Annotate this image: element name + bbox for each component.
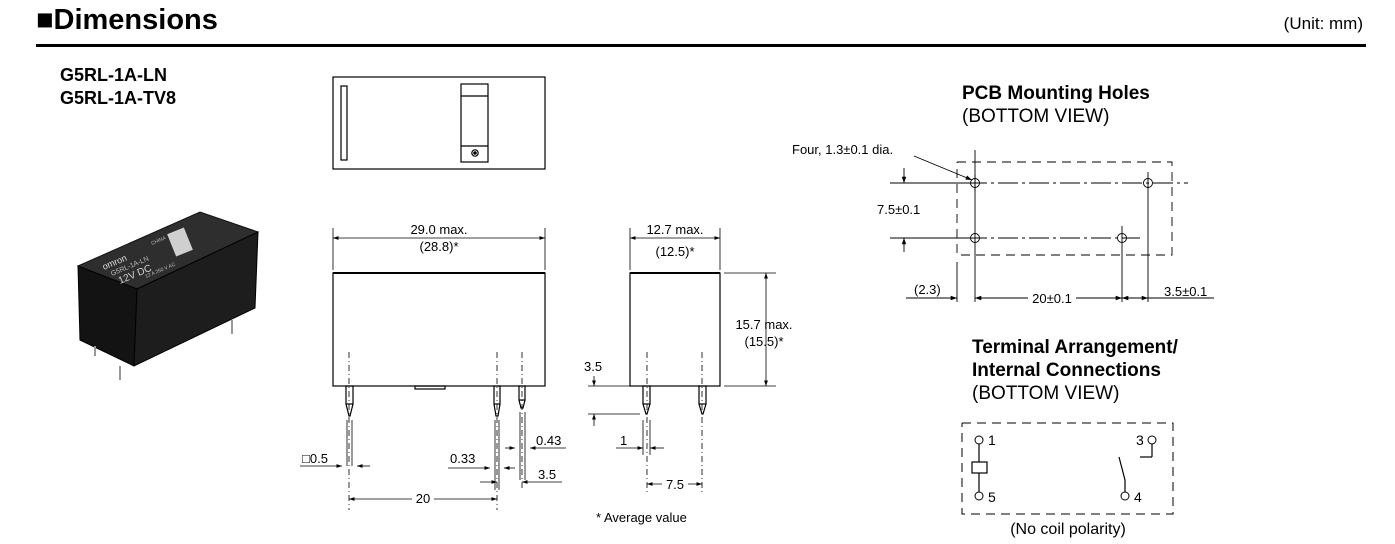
pcb-col-pitch-label: 20±0.1 (1032, 291, 1072, 306)
model-name: G5RL-1A-TV8 (60, 88, 177, 108)
pcb-title: PCB Mounting Holes (962, 83, 1150, 104)
pin-thick-label: 0.43 (536, 433, 561, 448)
pin-length-label: 3.5 (584, 359, 602, 374)
pcb-hole (967, 175, 983, 191)
side-view (588, 228, 776, 495)
terminal-diagram (961, 422, 1174, 515)
terminal-title-line1: Terminal Arrangement/ (972, 337, 1178, 358)
front-pitch-label: 20 (416, 491, 430, 506)
pcb-hole (970, 233, 980, 243)
model-list: G5RL-1A-LN G5RL-1A-TV8 (60, 64, 176, 110)
front-width-max: 29.0 max. (410, 222, 467, 237)
side-view-labels: 12.7 max. (12.5)* 15.7 max. (15.5)* 3.5 … (584, 222, 793, 525)
pcb-hole (1117, 233, 1127, 243)
footnote: * Average value (596, 510, 687, 525)
terminal-heading: Terminal Arrangement/ Internal Connectio… (972, 336, 1178, 405)
pcb-layout (890, 150, 1214, 302)
front-view (300, 228, 566, 510)
pcb-holes-label: Four, 1.3±0.1 dia. (792, 142, 893, 157)
terminal-title-line2: Internal Connections (972, 360, 1161, 381)
unit-label: (Unit: mm) (1283, 14, 1363, 33)
terminal-subtitle: (BOTTOM VIEW) (972, 383, 1120, 404)
pcb-row-pitch-label: 7.5±0.1 (877, 202, 920, 217)
pcb-hole (1143, 178, 1153, 188)
pcb-right-offset-label: 3.5±0.1 (1164, 284, 1207, 299)
terminal-1: 1 (988, 432, 996, 448)
side-pitch-label: 7.5 (666, 477, 684, 492)
side-width-max: 12.7 max. (646, 222, 703, 237)
front-view-labels: 29.0 max. (28.8)* □0.5 0.33 0.43 3.5 20 (302, 222, 561, 506)
pin-thin-label: 0.33 (450, 451, 475, 466)
side-height-max: 15.7 max. (735, 317, 792, 332)
pcb-labels: Four, 1.3±0.1 dia. 7.5±0.1 (2.3) 20±0.1 … (792, 142, 1207, 306)
top-view (332, 76, 546, 170)
terminal-labels: 1 3 4 5 (No coil polarity) (988, 432, 1144, 540)
pcb-heading: PCB Mounting Holes (BOTTOM VIEW) (962, 82, 1150, 128)
front-pin-offset-label: 3.5 (538, 467, 556, 482)
header-rule (36, 44, 1366, 47)
terminal-4: 4 (1134, 489, 1142, 505)
photo-origin: CHINA (150, 235, 167, 247)
pin-square-label: □0.5 (302, 451, 328, 466)
terminal-3: 3 (1136, 432, 1144, 448)
section-title: ■Dimensions (36, 4, 218, 36)
side-width-avg: (12.5)* (655, 244, 694, 259)
terminal-5: 5 (988, 489, 996, 505)
front-width-avg: (28.8)* (419, 239, 458, 254)
pcb-left-offset-label: (2.3) (914, 282, 941, 297)
terminal-note: (No coil polarity) (1010, 521, 1126, 538)
relay-photo: omron CHINA G5RL-1A-LN 12V DC 12 A 250 V… (76, 211, 260, 380)
side-pin-offset-label: 1 (620, 433, 627, 448)
side-height-avg: (15.5)* (744, 334, 783, 349)
model-name: G5RL-1A-LN (60, 65, 167, 85)
pcb-subtitle: (BOTTOM VIEW) (962, 106, 1110, 127)
